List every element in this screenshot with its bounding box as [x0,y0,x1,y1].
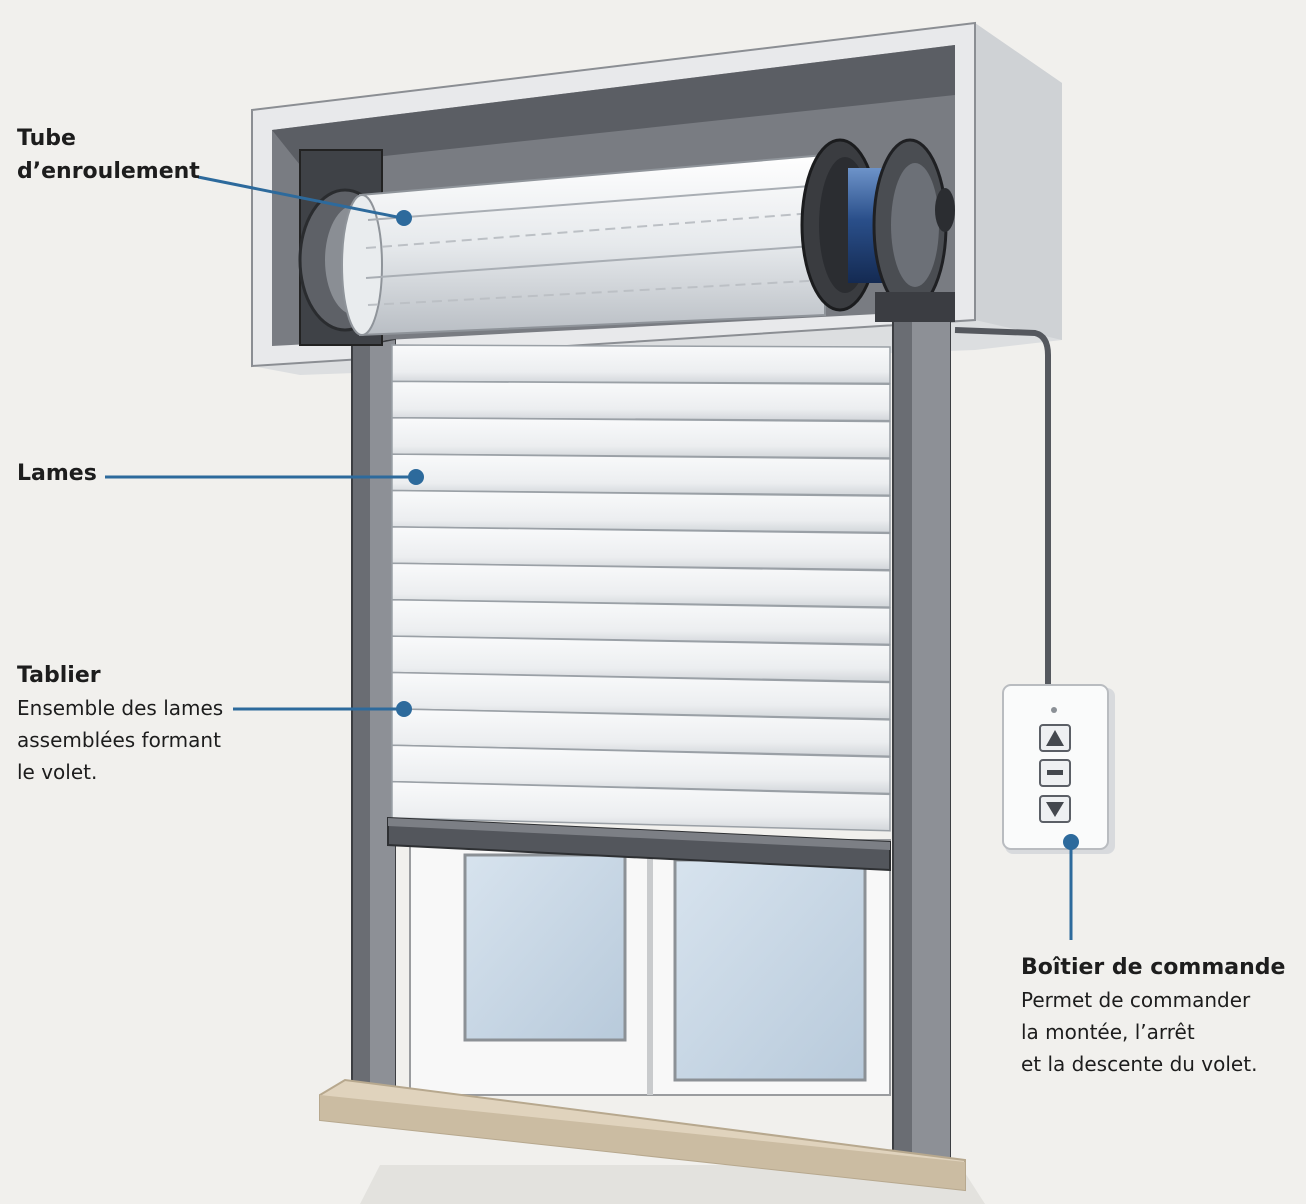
slat [391,526,891,571]
label-tablier-desc-line3: le volet. [17,760,98,784]
control-button-down[interactable] [1039,795,1071,823]
slat [391,417,891,459]
tablier-slats [391,344,891,832]
control-button-stop[interactable] [1039,759,1071,787]
stop-icon [1047,770,1063,775]
label-tablier-desc-line2: assemblées formant [17,728,221,752]
slat [391,744,891,795]
label-boitier-desc-line1: Permet de commander [1021,988,1251,1012]
label-lames: Lames [17,457,97,490]
label-boitier-desc-line2: la montée, l’arrêt [1021,1020,1195,1044]
slat [391,344,891,385]
leader-boitier [1063,834,1079,940]
slat [391,598,891,646]
side-rail-left [351,338,396,1101]
slat [391,780,891,832]
label-boitier-desc-line3: et la descente du volet. [1021,1052,1258,1076]
label-tube-enroulement: Tube d’enroulement [17,122,200,188]
slat [391,453,891,496]
label-boitier-commande: Boîtier de commande Permet de commander … [1021,951,1285,1080]
label-tablier-desc-line1: Ensemble des lames [17,696,224,720]
bottom-bar [387,816,891,872]
down-arrow-icon [1046,802,1064,817]
side-rail-right [892,316,951,1161]
window-sill [319,1078,966,1192]
control-button-up[interactable] [1039,724,1071,752]
window [409,839,891,1096]
leader-tube [197,175,412,226]
label-tube-title-line2: d’enroulement [17,159,200,184]
label-tube-title-line1: Tube [17,126,76,151]
label-lames-title: Lames [17,461,97,486]
slat [391,380,891,422]
slat [391,708,891,757]
slat [391,562,891,608]
leader-tablier [233,701,412,717]
control-cable [954,327,1051,690]
roll-tube [298,149,827,346]
slat [391,635,891,683]
slat [391,671,891,720]
motor [800,138,955,322]
label-tablier-title: Tablier [17,663,101,688]
label-tablier: Tablier Ensemble des lames assemblées fo… [17,659,223,788]
label-boitier-title: Boîtier de commande [1021,955,1286,980]
slat [391,489,891,534]
leader-lames [105,469,424,485]
up-arrow-icon [1046,730,1064,746]
